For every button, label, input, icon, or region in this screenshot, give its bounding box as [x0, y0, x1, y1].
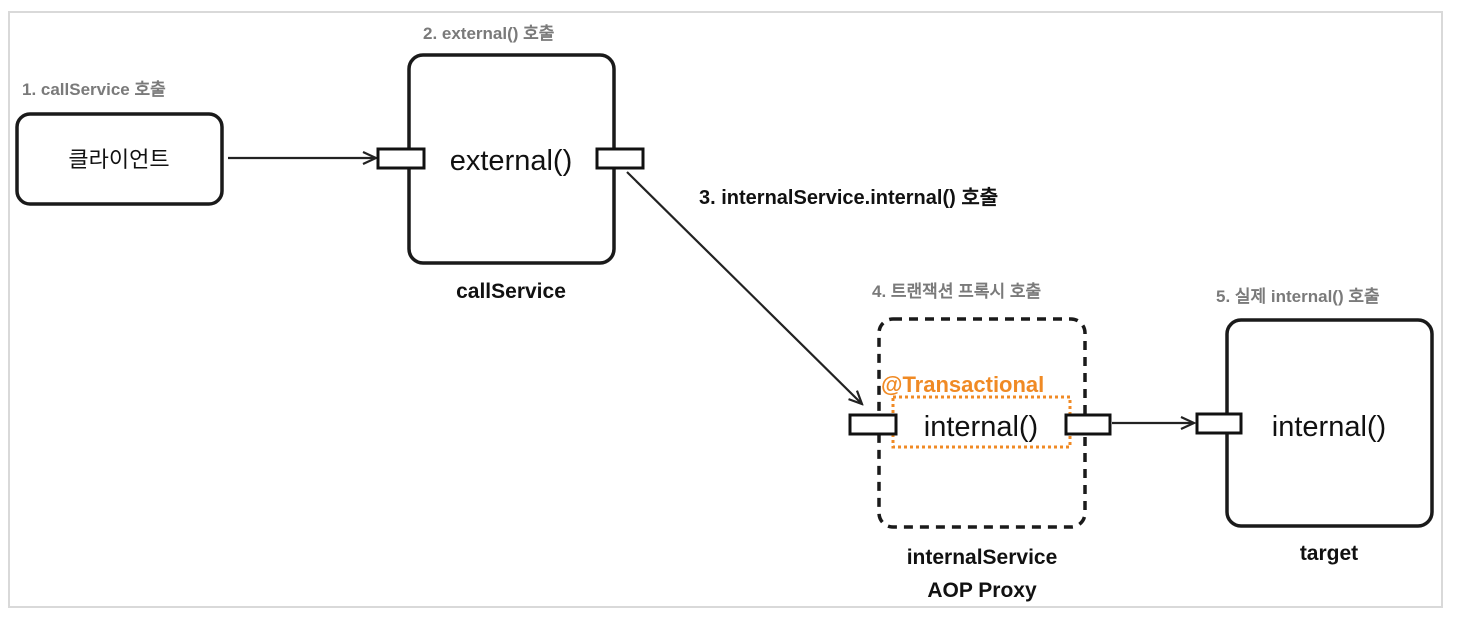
target-method-label: internal(): [1272, 411, 1386, 443]
proxy-name-line-1: internalService: [907, 546, 1058, 569]
step-5-label: 5. 실제 internal() 호출: [1216, 287, 1380, 306]
proxy-out-port: [1064, 413, 1112, 436]
external-in-port: [376, 147, 426, 170]
target-name: target: [1300, 542, 1358, 565]
step-3-label: 3. internalService.internal() 호출: [699, 186, 998, 209]
call-service-name: callService: [456, 280, 566, 303]
external-out-port: [595, 147, 645, 170]
proxy-name-line-2: AOP Proxy: [927, 579, 1037, 602]
step-2-label: 2. external() 호출: [423, 24, 555, 43]
diagram-frame: [8, 11, 1443, 608]
target-in-port: [1195, 412, 1243, 435]
external-method-label: external(): [450, 145, 573, 177]
step-1-label: 1. callService 호출: [22, 80, 166, 99]
step-4-label: 4. 트랜잭션 프록시 호출: [872, 282, 1041, 301]
arrow-external-to-proxy: [626, 171, 862, 404]
proxy-in-port: [848, 413, 898, 436]
client-label: 클라이언트: [68, 147, 169, 172]
client-box: [15, 112, 224, 206]
proxy-method-label: internal(): [924, 411, 1038, 443]
transactional-annotation: @Transactional: [881, 372, 1044, 397]
